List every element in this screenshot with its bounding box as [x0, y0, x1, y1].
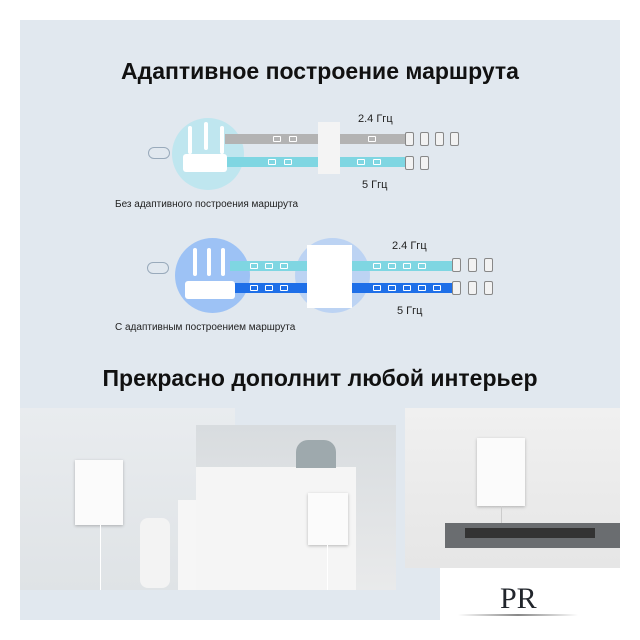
traffic-icon — [388, 285, 396, 291]
antenna-icon — [204, 122, 208, 150]
traffic-icon — [250, 263, 258, 269]
antenna-icon — [188, 126, 192, 154]
phone-icon — [435, 132, 444, 146]
heading-adaptive-routing: Адаптивное построение маршрута — [121, 58, 519, 84]
phone-icon — [405, 132, 414, 146]
traffic-icon — [268, 159, 276, 165]
extender-on-wall — [75, 460, 123, 525]
extender-on-wall — [308, 493, 348, 545]
router-icon — [185, 281, 235, 299]
phone-icon — [450, 132, 459, 146]
caption-without: Без адаптивного построения маршрута — [115, 199, 299, 210]
phone-icon — [420, 132, 429, 146]
power-cable — [327, 545, 328, 590]
extender-icon — [307, 245, 352, 308]
traffic-icon — [418, 263, 426, 269]
vase — [140, 518, 170, 588]
band-5-label: 5 Ггц — [397, 305, 423, 317]
phone-icon — [468, 258, 477, 272]
traffic-icon — [265, 285, 273, 291]
extender-icon — [318, 122, 340, 174]
phone-icon — [484, 281, 493, 295]
extender-on-wall — [477, 438, 525, 506]
traffic-icon — [418, 285, 426, 291]
phone-icon — [405, 156, 414, 170]
logo-underline — [458, 614, 578, 616]
router-coverage-circle — [175, 238, 250, 313]
traffic-icon — [289, 136, 297, 142]
phone-icon — [420, 156, 429, 170]
traffic-icon — [368, 136, 376, 142]
traffic-icon — [373, 285, 381, 291]
traffic-icon — [373, 159, 381, 165]
band-5-bar — [225, 157, 405, 167]
traffic-icon — [284, 159, 292, 165]
traffic-icon — [280, 285, 288, 291]
laptop — [465, 528, 595, 538]
power-cable — [501, 506, 502, 536]
cloud-icon — [148, 147, 170, 159]
band-24-label: 2.4 Ггц — [358, 113, 393, 125]
band-5-label: 5 Ггц — [362, 179, 388, 191]
traffic-icon — [433, 285, 441, 291]
power-cable — [100, 525, 101, 590]
traffic-icon — [388, 263, 396, 269]
cloud-icon — [147, 262, 169, 274]
antenna-icon — [220, 126, 224, 154]
traffic-icon — [357, 159, 365, 165]
heading-interior: Прекрасно дополнит любой интерьер — [102, 365, 538, 391]
logo-area: PR — [440, 568, 640, 640]
band-24-bar — [225, 134, 405, 144]
phone-icon — [452, 258, 461, 272]
antenna-icon — [193, 248, 197, 276]
traffic-icon — [403, 263, 411, 269]
caption-with: С адаптивным построением маршрута — [115, 322, 296, 333]
traffic-icon — [265, 263, 273, 269]
antenna-icon — [221, 248, 225, 276]
router-icon — [183, 154, 227, 172]
phone-icon — [452, 281, 461, 295]
traffic-icon — [280, 263, 288, 269]
phone-icon — [468, 281, 477, 295]
antenna-icon — [207, 248, 211, 276]
logo: PR — [500, 582, 537, 615]
lamp — [296, 440, 336, 468]
traffic-icon — [250, 285, 258, 291]
traffic-icon — [273, 136, 281, 142]
photo-cabinet — [196, 425, 396, 590]
traffic-icon — [403, 285, 411, 291]
traffic-icon — [373, 263, 381, 269]
band-24-label: 2.4 Ггц — [392, 240, 427, 252]
photo-desk — [405, 408, 620, 568]
phone-icon — [484, 258, 493, 272]
